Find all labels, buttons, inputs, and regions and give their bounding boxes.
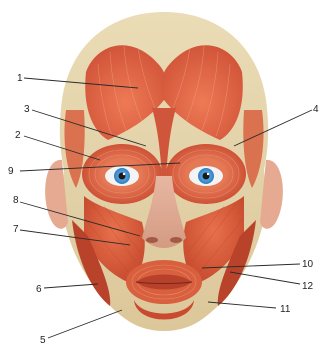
- label-4: 4: [313, 104, 319, 115]
- label-9: 9: [8, 166, 14, 177]
- right-eye: [189, 166, 223, 186]
- label-10: 10: [302, 259, 314, 270]
- left-eye: [105, 166, 139, 186]
- leader-5: [48, 310, 122, 338]
- label-3: 3: [24, 104, 30, 115]
- label-7: 7: [13, 224, 19, 235]
- label-6: 6: [36, 284, 42, 295]
- label-8: 8: [13, 195, 19, 206]
- label-11: 11: [280, 304, 291, 315]
- label-1: 1: [17, 73, 23, 84]
- label-12: 12: [302, 281, 314, 292]
- orbicularis-oris-muscle: [126, 260, 202, 304]
- label-2: 2: [15, 130, 21, 141]
- leader-12: [230, 272, 300, 284]
- label-5: 5: [40, 335, 46, 346]
- leader-6: [44, 284, 98, 288]
